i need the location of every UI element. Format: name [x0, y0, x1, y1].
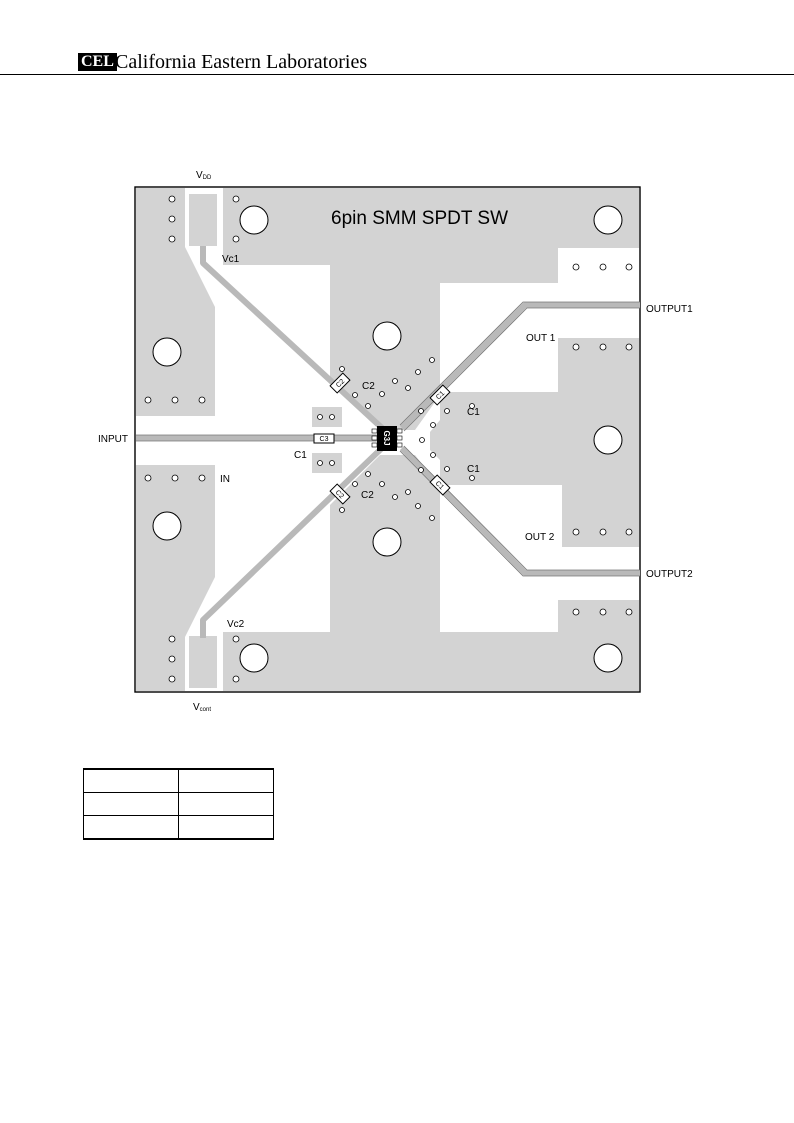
svg-text:C3: C3	[320, 436, 329, 443]
switch-ic: G3J	[371, 426, 403, 451]
svg-text:C1: C1	[434, 480, 445, 491]
svg-text:C1: C1	[435, 390, 446, 401]
label-vc1: Vc1	[222, 254, 240, 265]
svg-text:C2: C2	[335, 378, 346, 389]
capacitor-c1-top: C1	[429, 384, 451, 406]
label-vcont: Vcont	[193, 702, 211, 713]
page-header: CEL California Eastern Laboratories	[0, 0, 794, 76]
table-cell	[83, 815, 179, 840]
label-c1-top-right: C1	[467, 407, 480, 418]
label-c1-bottom-right: C1	[467, 464, 480, 475]
header-rule	[0, 74, 794, 75]
cel-logo: CEL	[78, 53, 117, 71]
board-title: 6pin SMM SPDT SW	[331, 208, 508, 229]
table-row	[83, 815, 274, 840]
svg-text:C2: C2	[334, 489, 345, 500]
vias	[144, 195, 633, 683]
table-cell	[178, 768, 274, 793]
table-cell	[178, 792, 274, 816]
smd-capacitors: C2 C1 C2 C1 C3	[313, 372, 451, 505]
table-cell	[178, 815, 274, 840]
label-vc2: Vc2	[227, 619, 245, 630]
company-name: California Eastern Laboratories	[115, 51, 368, 73]
capacitor-c3: C3	[313, 433, 335, 444]
table-row	[83, 768, 274, 793]
label-out2: OUT 2	[525, 532, 555, 543]
label-vdd: VDD	[196, 170, 212, 181]
label-out1: OUT 1	[526, 333, 556, 344]
table-row	[83, 792, 274, 816]
capacitor-c1-bottom: C1	[429, 474, 451, 496]
chip-marking: G3J	[382, 430, 391, 445]
label-c1-left: C1	[294, 450, 307, 461]
label-output2: OUTPUT2	[646, 569, 693, 580]
label-output1: OUTPUT1	[646, 304, 693, 315]
evaluation-board-diagram: C2 C1 C2 C1 C3 G3J 6pin SMM SPDT SW VDD	[98, 170, 693, 713]
label-in: IN	[220, 474, 230, 485]
capacitor-c2-top: C2	[329, 372, 351, 394]
label-c2-top: C2	[362, 381, 375, 392]
capacitor-c2-bottom: C2	[329, 483, 351, 505]
table-cell	[83, 768, 179, 793]
label-c2-bottom: C2	[361, 490, 374, 501]
empty-table	[83, 768, 274, 840]
mounting-holes	[152, 205, 623, 673]
label-input: INPUT	[98, 434, 128, 445]
table-cell	[83, 792, 179, 816]
